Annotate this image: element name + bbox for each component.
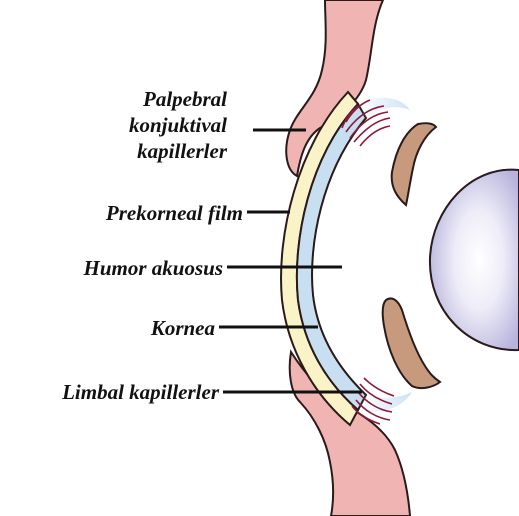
label-humor-akuosus: Humor akuosus bbox=[84, 255, 223, 281]
label-palpebral-line1: Palpebral bbox=[129, 86, 227, 112]
label-limbal-capillaries: Limbal kapillerler bbox=[62, 379, 219, 405]
label-palpebral-capillaries: Palpebral konjuktival kapillerler bbox=[129, 86, 227, 164]
limbus-upper bbox=[358, 98, 410, 118]
iris-upper bbox=[392, 123, 436, 205]
lens bbox=[430, 170, 519, 350]
label-palpebral-line2: konjuktival bbox=[129, 112, 227, 138]
iris-lower bbox=[383, 298, 440, 388]
label-palpebral-line3: kapillerler bbox=[129, 138, 227, 164]
label-prekorneal-film: Prekorneal film bbox=[106, 200, 243, 226]
label-kornea: Kornea bbox=[151, 315, 215, 341]
